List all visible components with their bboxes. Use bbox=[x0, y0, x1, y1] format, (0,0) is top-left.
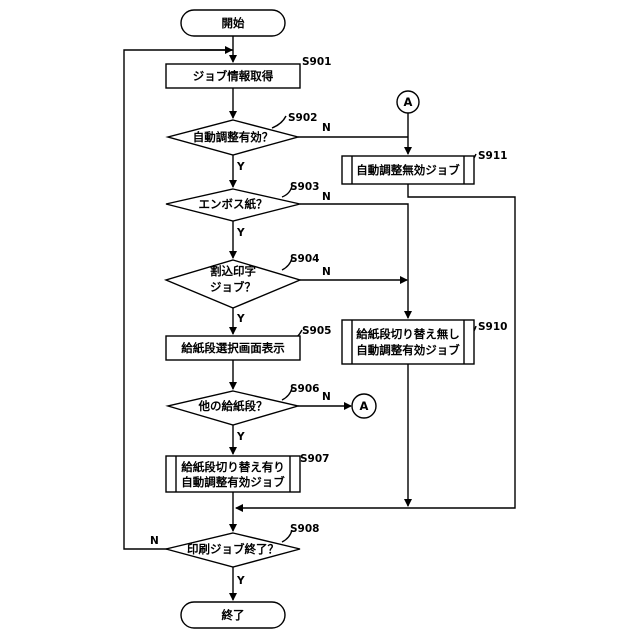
s908-decision: 印刷ジョブ終了？ S908 Y N bbox=[150, 523, 319, 587]
connector-lines bbox=[124, 36, 515, 600]
s902-decision: 自動調整有効？ S902 Y N bbox=[168, 112, 331, 173]
s902-yes: Y bbox=[236, 161, 245, 173]
s904-text-line2: ジョブ？ bbox=[210, 280, 256, 294]
end-terminal: 終了 bbox=[181, 602, 285, 628]
s910-predefined-process: 給紙段切り替え無し 自動調整有効ジョブ S910 bbox=[342, 320, 507, 364]
s903-text: エンボス紙？ bbox=[199, 197, 268, 211]
s905-step-label: S905 bbox=[302, 325, 331, 337]
s908-step-label: S908 bbox=[290, 523, 319, 535]
s905-process: 給紙段選択画面表示 S905 bbox=[166, 325, 331, 360]
s905-text: 給紙段選択画面表示 bbox=[181, 341, 285, 355]
s906-step-label: S906 bbox=[290, 383, 319, 395]
s903-no: N bbox=[322, 191, 331, 203]
s908-text: 印刷ジョブ終了？ bbox=[187, 542, 279, 556]
s908-no: N bbox=[150, 535, 159, 547]
s908-yes: Y bbox=[236, 575, 245, 587]
s901-process: ジョブ情報取得 S901 bbox=[166, 56, 331, 88]
s911-step-label: S911 bbox=[478, 150, 507, 162]
s906-no: N bbox=[322, 391, 331, 403]
connector-a-top-label: A bbox=[404, 95, 413, 109]
s901-step-label: S901 bbox=[302, 56, 331, 68]
s904-step-label: S904 bbox=[290, 253, 319, 265]
s902-step-label: S902 bbox=[288, 112, 317, 124]
s910-step-label: S910 bbox=[478, 321, 507, 333]
s906-text: 他の給紙段？ bbox=[198, 399, 268, 413]
s904-text-line1: 割込印字 bbox=[210, 264, 256, 278]
s907-step-label: S907 bbox=[300, 453, 329, 465]
s910-text-line1: 給紙段切り替え無し bbox=[356, 327, 460, 341]
s911-text: 自動調整無効ジョブ bbox=[356, 163, 460, 177]
s901-text: ジョブ情報取得 bbox=[193, 69, 274, 83]
s911-predefined-process: 自動調整無効ジョブ S911 bbox=[342, 150, 507, 184]
connector-a-mid: A bbox=[352, 394, 376, 418]
s906-decision: 他の給紙段？ S906 Y N bbox=[168, 383, 331, 443]
connector-a-top: A bbox=[397, 91, 419, 113]
s906-yes: Y bbox=[236, 431, 245, 443]
s904-yes: Y bbox=[236, 313, 245, 325]
s910-text-line2: 自動調整有効ジョブ bbox=[356, 343, 460, 357]
s903-yes: Y bbox=[236, 227, 245, 239]
s907-predefined-process: 給紙段切り替え有り 自動調整有効ジョブ S907 bbox=[166, 453, 329, 492]
s902-no: N bbox=[322, 122, 331, 134]
s904-decision: 割込印字 ジョブ？ S904 Y N bbox=[166, 253, 331, 325]
s902-text: 自動調整有効？ bbox=[193, 130, 274, 144]
end-label: 終了 bbox=[222, 608, 245, 622]
s903-step-label: S903 bbox=[290, 181, 319, 193]
s903-decision: エンボス紙？ S903 Y N bbox=[166, 181, 331, 239]
s907-text-line1: 給紙段切り替え有り bbox=[181, 460, 285, 474]
start-terminal: 開始 bbox=[181, 10, 285, 36]
s904-no: N bbox=[322, 266, 331, 278]
connector-a-mid-label: A bbox=[360, 399, 369, 413]
s907-text-line2: 自動調整有効ジョブ bbox=[181, 475, 285, 489]
start-label: 開始 bbox=[222, 16, 245, 30]
